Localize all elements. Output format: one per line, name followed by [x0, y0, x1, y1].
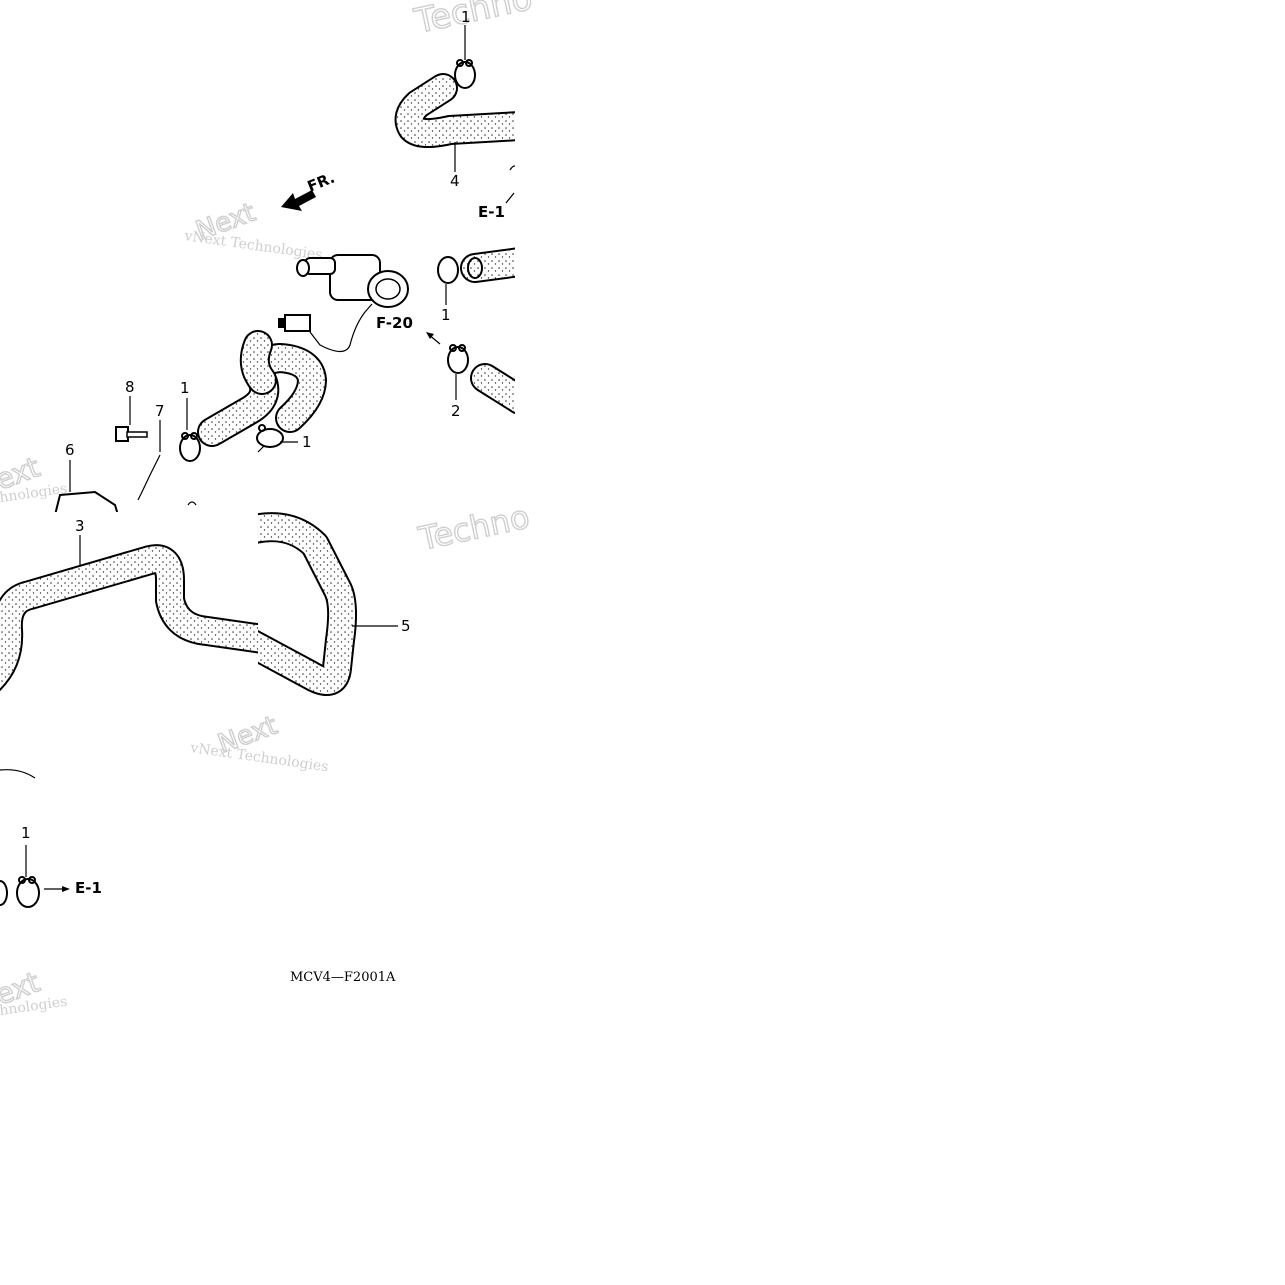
clamp-1-right [437, 256, 459, 284]
hose-4 [394, 73, 515, 148]
callout-1-right: 1 [441, 306, 451, 324]
callout-8: 8 [125, 378, 135, 396]
part-code: MCV4—F2001A [290, 970, 396, 985]
middle-tile-right [258, 512, 398, 696]
clamp-2 [447, 344, 469, 374]
bolt-8 [115, 426, 148, 442]
callout-1-mid: 1 [180, 379, 190, 397]
hose-2-stub [470, 363, 515, 415]
top-tile [54, 25, 515, 512]
ref-f20: F-20 [376, 314, 413, 332]
hose-3 [0, 544, 258, 692]
callout-1-bottom: 1 [21, 824, 31, 842]
ref-e1-top: E-1 [478, 203, 505, 221]
watermark-small-top: vNext Technologies [182, 228, 323, 263]
watermark-large-top: Techno [411, 0, 536, 42]
callout-4: 4 [450, 172, 460, 190]
stay-7 [137, 454, 161, 501]
callout-6: 6 [65, 441, 75, 459]
callout-7: 7 [155, 402, 165, 420]
bottom-tile [0, 769, 70, 908]
hose-fitting-right [460, 247, 515, 283]
callout-1-top: 1 [461, 8, 471, 26]
clamp-1-bottom [0, 876, 40, 908]
clamp-1-top [454, 59, 476, 89]
callout-1-u: 1 [302, 433, 312, 451]
clamp-1-u [256, 424, 284, 448]
air-valve [278, 254, 409, 353]
hose-u [197, 330, 327, 447]
front-arrow-icon [281, 190, 316, 211]
callout-3: 3 [75, 517, 85, 535]
front-label: FR. [305, 169, 338, 196]
clamp-1-mid [179, 432, 201, 462]
callout-2: 2 [451, 402, 461, 420]
watermark-large-mid: Techno [415, 497, 533, 558]
ref-e1-bottom: E-1 [75, 879, 102, 897]
middle-tile-left [0, 535, 258, 692]
callout-5: 5 [401, 617, 411, 635]
hose-5 [258, 512, 358, 696]
part-6 [54, 490, 119, 512]
